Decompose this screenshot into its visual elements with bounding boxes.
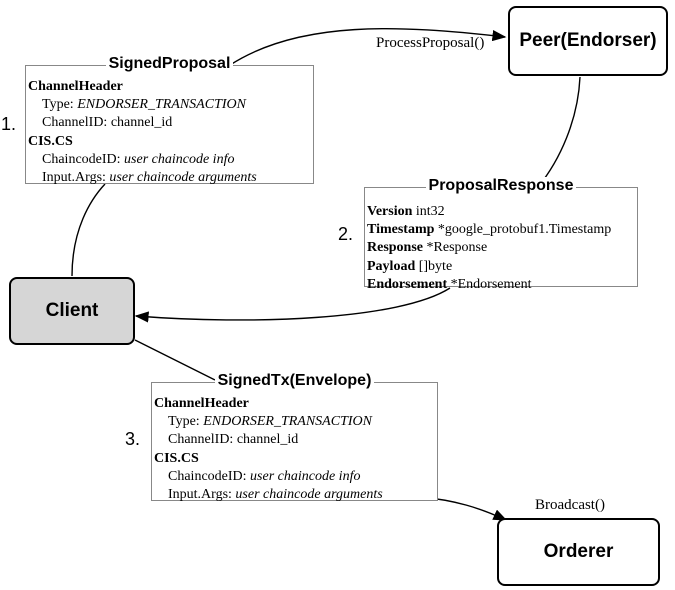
response-to-client-arrow (134, 287, 451, 323)
response-field-row: Payload []byte (367, 258, 453, 274)
signed-proposal-title: SignedProposal (105, 55, 234, 72)
client-to-envelope-line (134, 339, 216, 381)
broadcast-label: Broadcast() (535, 497, 605, 513)
step-2-label: 2. (338, 224, 354, 244)
client-to-proposal-line (71, 183, 106, 277)
cis-heading: CIS.CS (28, 133, 73, 149)
chaincode-id-row: ChaincodeID: user chaincode info (42, 151, 235, 167)
signed-tx-envelope-box: SignedTx(Envelope) ChannelHeader Type: E… (151, 372, 438, 503)
input-args-row: Input.Args: user chaincode arguments (42, 170, 257, 186)
signed-proposal-box: SignedProposal ChannelHeader Type: ENDOR… (25, 55, 314, 186)
process-proposal-label: ProcessProposal() (376, 35, 485, 51)
chaincode-id-row: ChaincodeID: user chaincode info (168, 468, 361, 484)
channel-id-row: ChannelID: channel_id (42, 115, 173, 131)
peer-endorser-node: Peer(Endorser) (508, 6, 668, 76)
orderer-node: Orderer (497, 518, 660, 586)
input-args-row: Input.Args: user chaincode arguments (168, 487, 383, 503)
channel-header-heading: ChannelHeader (28, 79, 123, 94)
proposal-to-peer-arrow (229, 28, 507, 66)
client-node: Client (9, 277, 135, 345)
channel-id-row: ChannelID: channel_id (168, 432, 299, 448)
step-1-label: 1. (1, 114, 17, 134)
channel-header-heading: ChannelHeader (154, 396, 249, 411)
step-3-label: 3. (125, 429, 141, 449)
peer-to-response-line (537, 76, 581, 188)
response-field-row: Version int32 (367, 204, 445, 219)
response-field-row: Timestamp *google_protobuf1.Timestamp (367, 222, 612, 238)
response-field-row: Endorsement *Endorsement (367, 276, 532, 292)
proposal-response-box: ProposalResponse Version int32 Timestamp… (364, 177, 638, 292)
cis-heading: CIS.CS (154, 450, 199, 466)
response-field-row: Response *Response (367, 240, 488, 256)
type-row: Type: ENDORSER_TRANSACTION (168, 414, 372, 430)
signed-tx-title: SignedTx(Envelope) (214, 372, 375, 389)
type-row: Type: ENDORSER_TRANSACTION (42, 97, 246, 113)
proposal-response-title: ProposalResponse (425, 177, 577, 194)
